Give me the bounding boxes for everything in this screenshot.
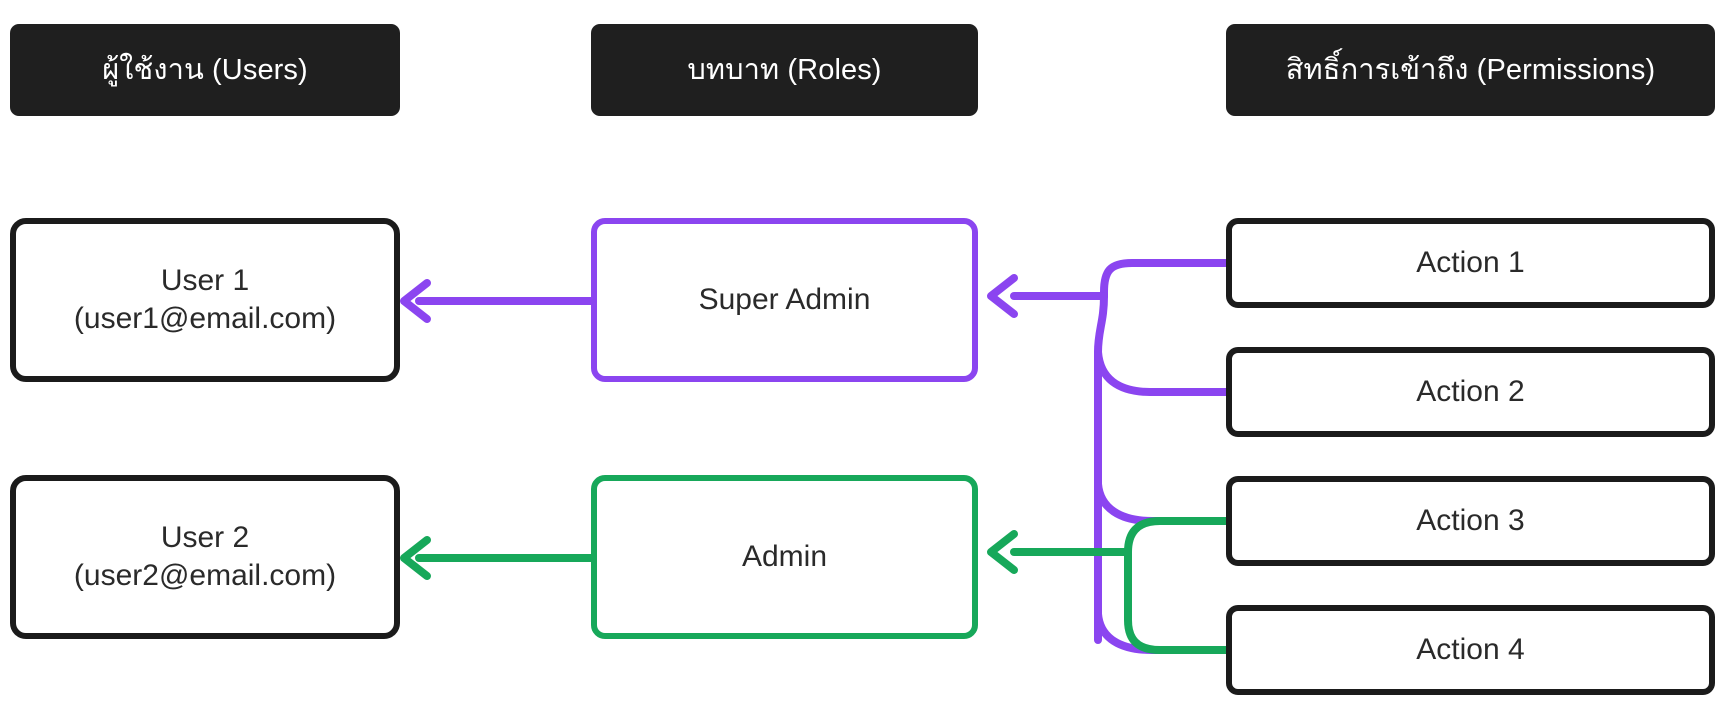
column-header-roles: บทบาท (Roles) (591, 24, 978, 116)
permission-node-action-4[interactable]: Action 4 (1226, 605, 1715, 695)
column-header-permissions: สิทธิ์การเข้าถึง (Permissions) (1226, 24, 1715, 116)
permission-node-action-1-label: Action 1 (1416, 245, 1525, 279)
permission-node-action-3[interactable]: Action 3 (1226, 476, 1715, 566)
column-header-users-label: ผู้ใช้งาน (Users) (102, 53, 308, 86)
column-header-users: ผู้ใช้งาน (Users) (10, 24, 400, 116)
column-header-roles-label: บทบาท (Roles) (687, 53, 882, 86)
role-node-super-admin[interactable]: Super Admin (591, 218, 978, 382)
permission-node-action-4-label: Action 4 (1416, 632, 1525, 666)
user-node-1[interactable]: User 1 (user1@email.com) (10, 218, 400, 382)
user-node-1-name: User 1 (160, 263, 250, 297)
user-node-2[interactable]: User 2 (user2@email.com) (10, 475, 400, 639)
permission-node-action-2-label: Action 2 (1416, 374, 1525, 408)
role-node-admin-label: Admin (741, 539, 828, 573)
user-node-2-name: User 2 (160, 520, 250, 554)
edge-admin-to-user-2 (400, 536, 595, 580)
permission-node-action-3-label: Action 3 (1416, 503, 1525, 537)
permission-node-action-1[interactable]: Action 1 (1226, 218, 1715, 308)
edge-bundle-permissions-to-super-admin (987, 259, 1230, 654)
edge-bundle-permissions-to-admin (987, 517, 1230, 654)
role-node-admin[interactable]: Admin (591, 475, 978, 639)
user-node-2-email: (user2@email.com) (73, 559, 337, 592)
user-node-2-text: User 2 (user2@email.com) (64, 519, 346, 596)
edge-super-admin-to-user-1 (400, 279, 595, 323)
permission-node-action-2[interactable]: Action 2 (1226, 347, 1715, 437)
role-node-super-admin-label: Super Admin (698, 282, 871, 316)
column-header-permissions-label: สิทธิ์การเข้าถึง (Permissions) (1285, 53, 1656, 86)
user-node-1-text: User 1 (user1@email.com) (64, 262, 346, 339)
user-node-1-email: (user1@email.com) (73, 302, 337, 335)
